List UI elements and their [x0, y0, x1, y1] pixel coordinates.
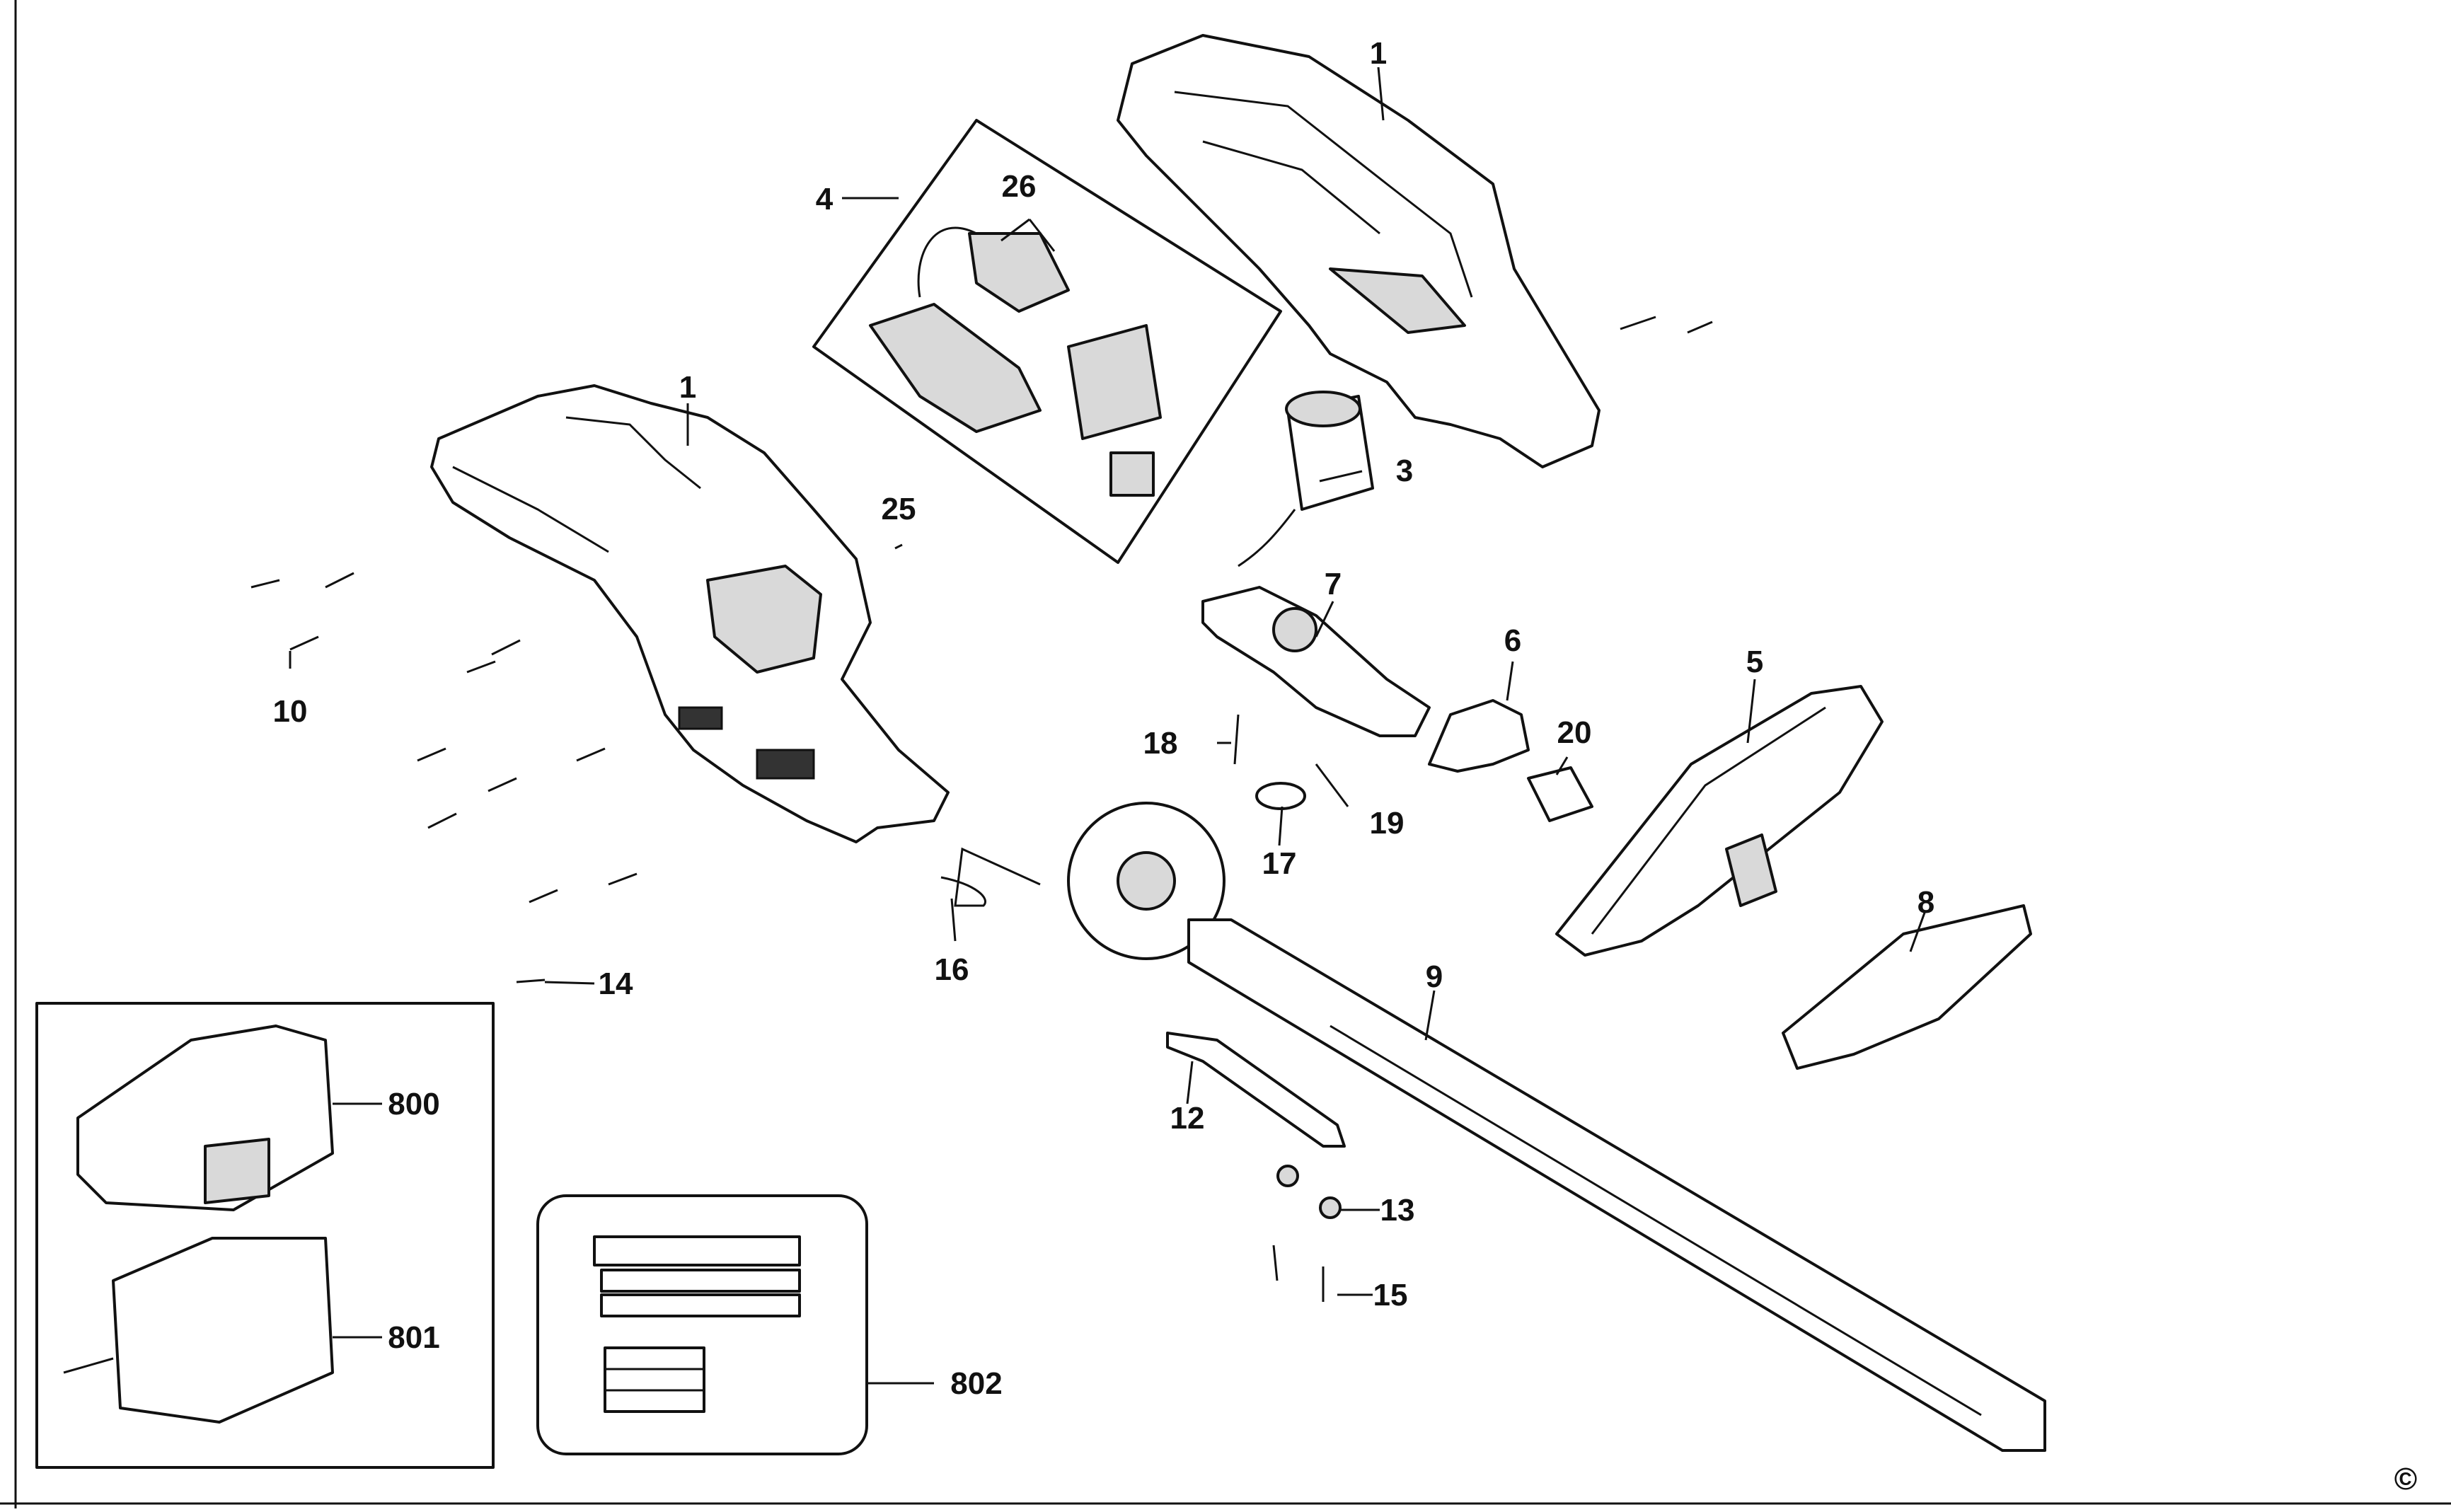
- callout-9: 9: [1426, 959, 1443, 994]
- copyright-symbol: ©: [2394, 1462, 2417, 1496]
- callout-15: 15: [1373, 1278, 1408, 1312]
- screws-group: [250, 316, 1713, 1302]
- small-gear: [1255, 782, 1306, 810]
- callout-labels: 1 1 4 26 3 25 7 6 5 20 18 19 17 10 8 16 …: [273, 36, 2418, 1496]
- callout-8: 8: [1917, 885, 1934, 920]
- callout-14: 14: [599, 966, 633, 1001]
- callout-26: 26: [1002, 169, 1037, 204]
- motor: [1238, 391, 1374, 567]
- callout-13: 13: [1380, 1193, 1415, 1228]
- blade-assembly: [1067, 802, 2046, 1452]
- blade-cover: [1782, 904, 2032, 1070]
- callout-802: 802: [950, 1366, 1002, 1401]
- callout-25: 25: [882, 492, 916, 526]
- battery-charger-box: [35, 1002, 495, 1469]
- callout-7: 7: [1325, 567, 1342, 601]
- label-box: [536, 1194, 868, 1455]
- clamp-part: [1428, 699, 1530, 773]
- guard-part: [1555, 685, 1884, 957]
- housing-half-upper: [1117, 34, 1601, 468]
- callout-3: 3: [1396, 454, 1413, 488]
- callout-19: 19: [1370, 806, 1405, 841]
- callout-1-upper: 1: [1370, 36, 1387, 71]
- callout-12: 12: [1170, 1101, 1205, 1136]
- leader-lines: [289, 67, 1926, 1385]
- wire-clip: [940, 847, 1041, 907]
- housing-half-lower: [430, 384, 950, 843]
- callout-20: 20: [1557, 715, 1592, 750]
- callout-1-lower: 1: [679, 370, 696, 405]
- callout-18: 18: [1143, 726, 1178, 761]
- callout-801: 801: [388, 1320, 439, 1355]
- callout-17: 17: [1262, 846, 1297, 881]
- callout-16: 16: [935, 952, 969, 987]
- gear-housing: [1201, 586, 1431, 737]
- link-arm: [1166, 1032, 1346, 1148]
- switch-assembly-box: [812, 119, 1282, 564]
- callout-5: 5: [1746, 645, 1763, 679]
- block-part: [1527, 766, 1593, 822]
- callout-10: 10: [273, 694, 308, 729]
- callout-4: 4: [816, 182, 834, 217]
- callout-6: 6: [1504, 623, 1521, 658]
- callout-800: 800: [388, 1087, 439, 1121]
